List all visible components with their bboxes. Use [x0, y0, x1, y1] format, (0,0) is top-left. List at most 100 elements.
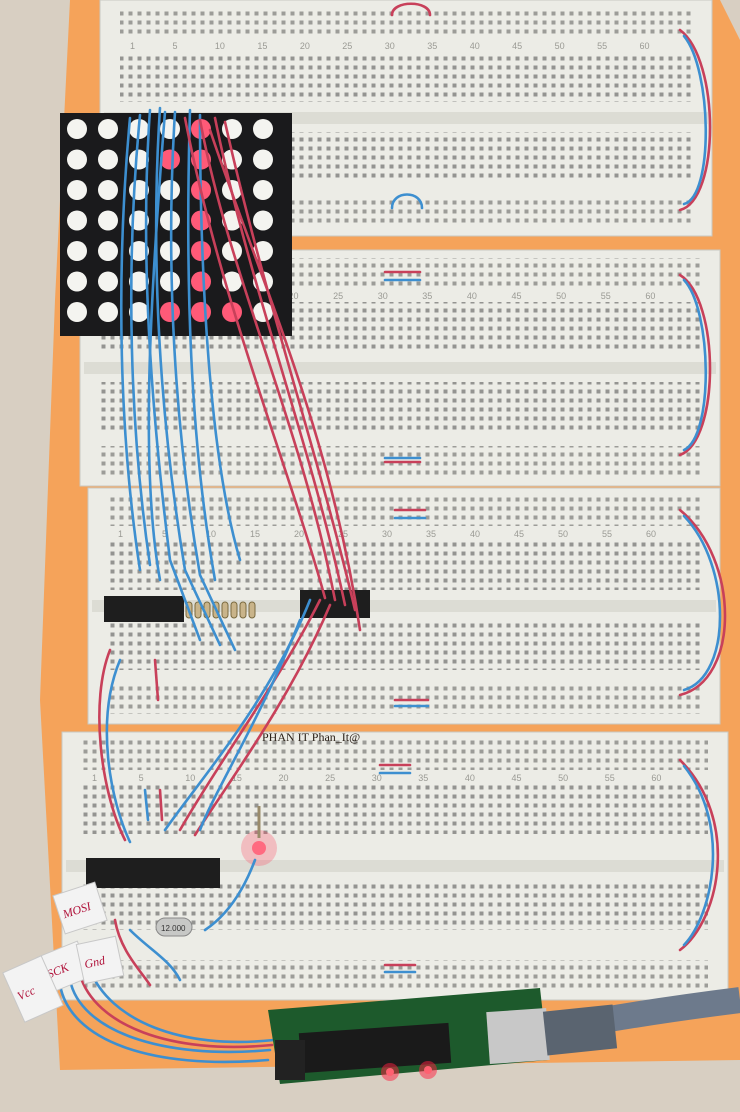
column-number: 20	[288, 291, 298, 301]
column-number: 35	[426, 529, 436, 539]
column-number: 45	[512, 291, 522, 301]
column-number: 45	[514, 529, 524, 539]
led-off	[129, 241, 149, 261]
column-number: 5	[162, 529, 167, 539]
red-wire	[208, 128, 362, 632]
resistor	[221, 601, 229, 619]
led-on	[191, 241, 211, 261]
column-number: 1	[118, 529, 123, 539]
blue-wire	[119, 116, 142, 572]
blue-wire	[129, 113, 152, 567]
column-number: 20	[294, 529, 304, 539]
red-wire	[678, 758, 720, 952]
flag-label: Gnd	[83, 953, 107, 971]
column-number: 10	[215, 41, 225, 51]
led-off	[98, 302, 118, 322]
column-number: 30	[372, 773, 382, 783]
led-on	[160, 302, 180, 322]
paper-label: PHAN IT Phan_It@	[262, 730, 360, 744]
led-off	[98, 210, 118, 231]
blue-wire	[682, 278, 708, 452]
column-number: 35	[422, 291, 432, 301]
column-number: 40	[470, 41, 480, 51]
blue-wire	[128, 928, 182, 982]
column-number: 10	[206, 529, 216, 539]
blue-wire	[682, 34, 708, 206]
column-number: 60	[651, 773, 661, 783]
shift-register-chip	[104, 596, 184, 622]
red-wire	[183, 116, 327, 600]
flag-label: Vcc	[15, 983, 38, 1003]
usb-plug	[542, 1004, 618, 1056]
paper-flag-icon: Gnd	[75, 935, 125, 985]
blue-wire	[198, 618, 302, 832]
red-wire	[678, 273, 712, 457]
red-wire	[198, 118, 337, 602]
column-number: 35	[427, 41, 437, 51]
blue-wire	[682, 764, 715, 947]
column-number: 25	[333, 291, 343, 301]
red-wire	[78, 973, 274, 1049]
paper-flag-icon: Vcc	[2, 955, 64, 1023]
red-wire	[390, 2, 432, 17]
blue-wire	[203, 858, 257, 932]
column-number: 45	[512, 773, 522, 783]
led-on	[191, 271, 211, 292]
led-off	[98, 119, 118, 139]
crystal-label: 12.000	[161, 924, 186, 933]
resistor	[248, 601, 256, 619]
led-off	[160, 180, 180, 200]
led-off	[253, 119, 273, 139]
led-off	[222, 149, 242, 170]
column-number: 60	[645, 291, 655, 301]
column-number: 60	[640, 41, 650, 51]
red-wire	[193, 603, 332, 837]
column-number: 30	[382, 529, 392, 539]
led-off	[67, 119, 87, 139]
blue-wire	[390, 193, 424, 210]
column-number: 10	[185, 773, 195, 783]
red-wire	[158, 788, 164, 822]
column-number: 55	[601, 291, 611, 301]
led-off	[253, 210, 273, 231]
column-number: 15	[232, 773, 242, 783]
column-number: 5	[139, 773, 144, 783]
red-wire	[178, 598, 322, 832]
column-number: 60	[646, 529, 656, 539]
resistor	[239, 601, 247, 619]
column-number: 20	[300, 41, 310, 51]
led-off	[98, 271, 118, 292]
led-off	[98, 241, 118, 261]
blue-wire	[68, 978, 272, 1054]
blue-wire	[143, 788, 150, 822]
led-off	[67, 210, 87, 231]
led-off	[98, 149, 118, 170]
column-number: 35	[418, 773, 428, 783]
blue-wire	[169, 110, 237, 652]
column-number: 55	[597, 41, 607, 51]
resistor	[230, 601, 238, 619]
column-number: 20	[278, 773, 288, 783]
red-wire	[98, 648, 127, 842]
column-number: 25	[342, 41, 352, 51]
blue-wire	[154, 106, 222, 647]
column-number: 50	[556, 291, 566, 301]
red-wire	[678, 28, 712, 212]
status-led	[241, 806, 277, 866]
column-number: 50	[558, 773, 568, 783]
led-on	[160, 149, 180, 170]
blue-wire	[198, 113, 242, 562]
column-number: 25	[325, 773, 335, 783]
led-off	[129, 302, 149, 322]
column-number: 40	[470, 529, 480, 539]
led-off	[67, 302, 87, 322]
column-number: 40	[465, 773, 475, 783]
resistor	[194, 601, 202, 619]
led-off	[67, 241, 87, 261]
column-number: 40	[467, 291, 477, 301]
column-number: 55	[602, 529, 612, 539]
led-off	[253, 149, 273, 170]
blue-wire	[88, 968, 276, 1044]
